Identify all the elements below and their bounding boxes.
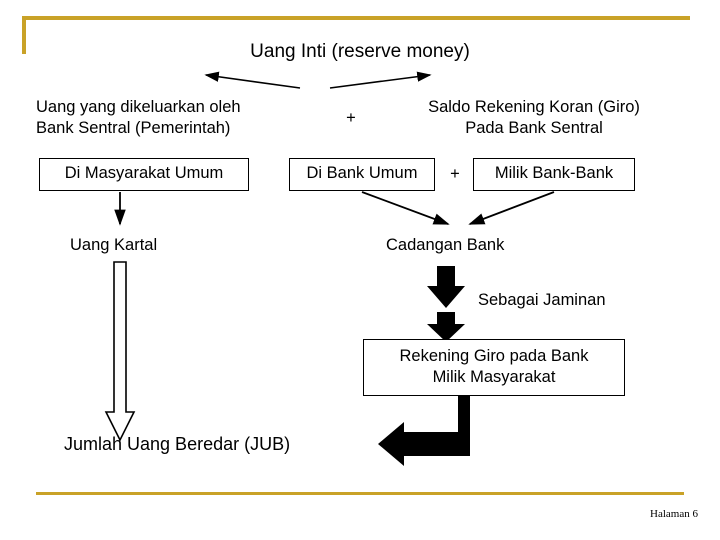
left-source-line-2: Bank Sentral (Pemerintah) — [36, 119, 231, 137]
box-rekening-giro-masyarakat[interactable]: Rekening Giro pada Bank Milik Masyarakat — [363, 339, 625, 396]
thick-arrow-jaminan-to-rekening — [427, 312, 465, 342]
box-rekening-giro-line-2: Milik Masyarakat — [432, 368, 556, 386]
left-accent-rule — [22, 16, 26, 54]
label-uang-kartal: Uang Kartal — [70, 236, 158, 254]
right-source-line-2: Pada Bank Sentral — [465, 119, 603, 137]
top-accent-rule — [22, 16, 690, 20]
left-source-line-1: Uang yang dikeluarkan oleh — [36, 98, 241, 116]
box-di-bank-umum[interactable]: Di Bank Umum — [289, 158, 435, 191]
arrows-to-cadangan-bank — [361, 191, 555, 225]
box-di-masyarakat-umum[interactable]: Di Masyarakat Umum — [39, 158, 249, 191]
hollow-arrow-kartal-to-jub — [104, 261, 136, 442]
box-milik-bank-bank[interactable]: Milik Bank-Bank — [473, 158, 635, 191]
label-cadangan-bank: Cadangan Bank — [386, 236, 505, 254]
plus-top: + — [346, 109, 356, 127]
thin-converging-arrows — [204, 71, 432, 89]
box-rekening-giro-line-1: Rekening Giro pada Bank — [399, 347, 589, 365]
plus-mid: + — [450, 165, 460, 183]
left-source-text: Uang yang dikeluarkan oleh Bank Sentral … — [36, 97, 326, 139]
bottom-accent-rule — [36, 492, 684, 495]
thick-elbow-arrow-rekening-to-jub — [378, 396, 470, 466]
thick-arrow-cadangan-to-jaminan — [427, 266, 465, 308]
right-source-line-1: Saldo Rekening Koran (Giro) — [428, 98, 640, 116]
right-source-text: Saldo Rekening Koran (Giro) Pada Bank Se… — [378, 97, 690, 139]
page-title: Uang Inti (reserve money) — [250, 41, 470, 62]
label-sebagai-jaminan: Sebagai Jaminan — [478, 291, 606, 309]
page-footer: Halaman 6 — [650, 508, 698, 520]
label-jumlah-uang-beredar: Jumlah Uang Beredar (JUB) — [64, 434, 291, 454]
